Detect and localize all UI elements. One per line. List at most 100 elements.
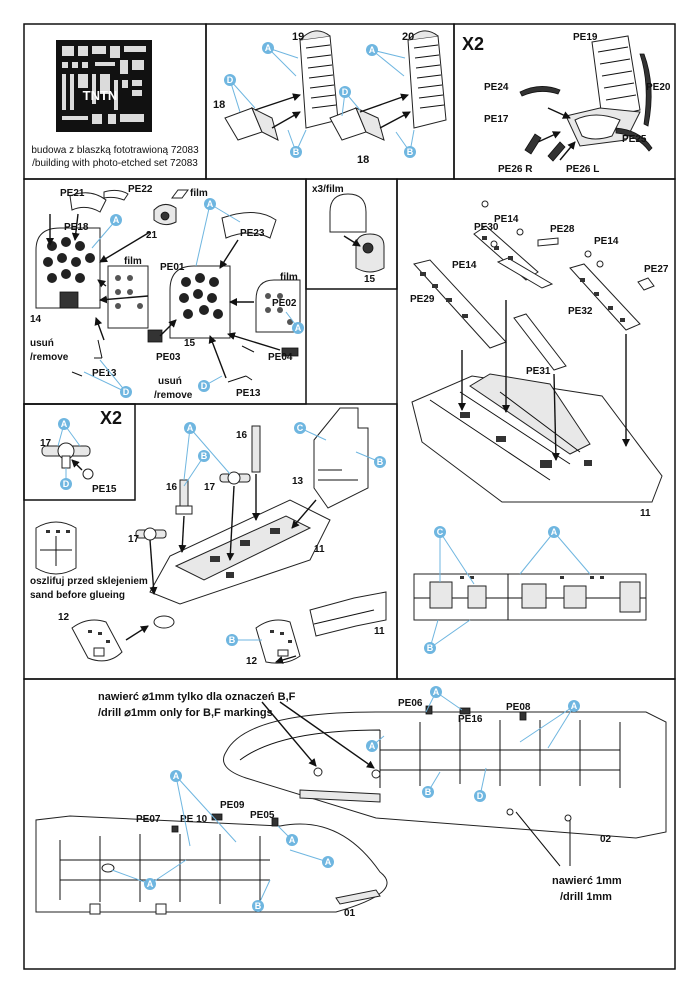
label-pe20: PE20 (646, 82, 671, 93)
label-pe26l: PE26 L (566, 164, 599, 175)
label-pe26r: PE26 R (498, 164, 533, 175)
bulkhead-13 (313, 407, 369, 509)
label-pe18: PE18 (64, 222, 89, 233)
callout-badge-d: D (474, 790, 486, 802)
label-pe03: PE03 (156, 352, 181, 363)
callout-badge-b: B (226, 634, 238, 646)
label-pe13b: PE13 (236, 388, 261, 399)
note-remove1-en: /remove (30, 352, 69, 363)
label-pe14b: PE14 (452, 260, 477, 271)
label-pe09: PE09 (220, 800, 245, 811)
panel-photoetch-fret: TNTN budowa z blaszką fototrawioną 72083… (31, 40, 199, 169)
gauge-part-15 (355, 233, 385, 273)
part-pe04 (281, 347, 299, 357)
label-film-3: film (280, 272, 298, 283)
label-pe16: PE16 (458, 714, 483, 725)
svg-text:A: A (173, 771, 180, 781)
shroud-pe21 (69, 192, 107, 213)
part-21 (153, 204, 177, 226)
part-pe15 (82, 468, 94, 480)
label-pe32: PE32 (568, 306, 593, 317)
panel-cockpit-floor: PE30 PE14 PE28 PE14 PE14 PE29 PE27 PE32 … (410, 200, 669, 654)
svg-text:A: A (265, 43, 272, 53)
instrument-panel-15 (169, 265, 231, 339)
note-drill2-en: /drill 1mm (560, 891, 612, 903)
note-remove2-en: /remove (154, 390, 193, 401)
svg-text:B: B (425, 787, 432, 797)
label-pe22: PE22 (128, 184, 153, 195)
panel-control-stick: X2 17 PE15 A D (40, 408, 122, 495)
label-14: 14 (30, 314, 42, 325)
note-drill-en: /drill ⌀1mm only for B,F markings (98, 707, 273, 719)
label-pe17: PE17 (484, 114, 509, 125)
svg-text:B: B (377, 457, 384, 467)
multiplier-x2-stick: X2 (100, 408, 122, 428)
seat-20 (407, 30, 447, 129)
label-18b: 18 (357, 154, 369, 166)
note-drill-pl: nawierć ⌀1mm tylko dla oznaczeń B,F (98, 691, 296, 703)
note-sand-en: sand before glueing (30, 590, 125, 601)
label-pe19: PE19 (573, 32, 598, 43)
svg-text:A: A (325, 857, 332, 867)
plate-12c (255, 619, 301, 664)
part-pe05 (271, 817, 279, 827)
label-pe25: PE25 (622, 134, 647, 145)
label-film-2: film (124, 256, 142, 267)
part-pe28 (537, 237, 559, 247)
label-pe01: PE01 (160, 262, 185, 273)
svg-text:A: A (369, 741, 376, 751)
svg-text:D: D (63, 479, 70, 489)
svg-text:D: D (477, 791, 484, 801)
part-pe22 (103, 189, 129, 201)
panel-frames (23, 23, 676, 970)
note-remove1-pl: usuń (30, 338, 54, 349)
part-pe07 (171, 825, 179, 833)
label-17a: 17 (204, 482, 216, 493)
callout-badge-b: B (422, 786, 434, 798)
label-pe07: PE07 (136, 814, 161, 825)
callout-badge-a: A (322, 856, 334, 868)
label-pe02-visible: PE02 (272, 298, 297, 309)
strip-pe32 (569, 263, 641, 331)
label-17b: 17 (128, 534, 140, 545)
panel-film-gauge: x3/film 15 (312, 184, 385, 285)
label-film-1: film (190, 188, 208, 199)
label-pe29: PE29 (410, 294, 435, 305)
svg-text:A: A (433, 687, 440, 697)
label-pe23: PE23 (240, 228, 265, 239)
svg-text:B: B (293, 147, 300, 157)
panel-fuselage: nawierć ⌀1mm tylko dla oznaczeń B,F /dri… (35, 686, 667, 919)
label-20: 20 (402, 31, 414, 43)
label-17-stick: 17 (40, 438, 52, 449)
caption-polish: budowa z blaszką fototrawioną 72083 (31, 145, 199, 156)
callout-badge-b: B (374, 456, 386, 468)
label-pe05: PE05 (250, 810, 275, 821)
label-pe28: PE28 (550, 224, 575, 235)
part-pe09 (211, 813, 223, 821)
svg-text:A: A (571, 701, 578, 711)
side-part-11b (309, 591, 387, 637)
svg-text:C: C (437, 527, 444, 537)
label-pe14c: PE14 (594, 236, 619, 247)
svg-text:A: A (147, 879, 154, 889)
svg-text:B: B (229, 635, 236, 645)
label-12a: 12 (58, 612, 70, 623)
panel-instrument-panels: PE21 PE22 film PE18 21 PE23 film PE01 fi… (30, 184, 304, 401)
label-02: 02 (600, 834, 612, 845)
multiplier-x2: X2 (462, 34, 484, 54)
label-16a: 16 (236, 430, 248, 441)
label-16b: 16 (166, 482, 178, 493)
label-pe15: PE15 (92, 484, 117, 495)
part-pe16 (459, 707, 471, 715)
svg-text:B: B (255, 901, 262, 911)
plate-12b (71, 619, 123, 662)
note-sand-pl: oszlifuj przed sklejeniem (30, 576, 148, 587)
callout-badge-a: A (292, 322, 304, 334)
seat-part-18b (329, 107, 385, 141)
callout-badge-a: A (204, 198, 216, 210)
callout-badge-c: C (434, 526, 446, 538)
callout-badge-a: A (58, 418, 70, 430)
callout-badge-b: B (404, 146, 416, 158)
svg-text:A: A (207, 199, 214, 209)
label-pe27: PE27 (644, 264, 669, 275)
